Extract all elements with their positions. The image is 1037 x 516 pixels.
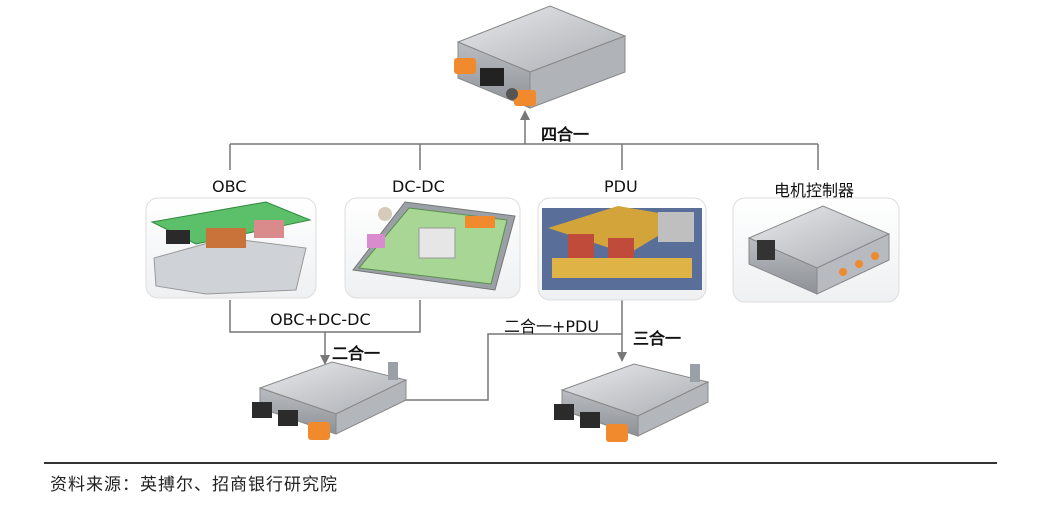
up-arrowhead — [520, 110, 530, 120]
motor-controller-label: 电机控制器 — [774, 181, 855, 200]
pdu-image — [537, 197, 707, 301]
two-in-one-pdu-caption: 二合一+PDU — [504, 317, 600, 336]
two-in-one-label: 二合一 — [332, 344, 381, 363]
two-in-one-arrowhead — [320, 355, 330, 365]
connector-lines — [229, 118, 819, 401]
motor-controller-image — [732, 197, 900, 303]
four-in-one-unit-image — [454, 5, 627, 109]
dcdc-label: DC-DC — [392, 177, 445, 196]
obc-label: OBC — [212, 177, 247, 196]
three-in-one-unit-image — [554, 363, 710, 442]
two-in-one-unit-image — [252, 361, 408, 440]
arrowheads — [320, 110, 627, 365]
obc-image — [145, 197, 317, 299]
three-in-one-label: 三合一 — [633, 329, 682, 348]
pdu-label: PDU — [604, 177, 638, 196]
three-in-one-arrowhead — [617, 352, 627, 362]
four-in-one-label: 四合一 — [541, 125, 590, 144]
footer-divider — [44, 462, 997, 464]
source-note: 资料来源：英搏尔、招商银行研究院 — [50, 475, 338, 495]
two-in-one-to-three-line — [405, 333, 622, 401]
dcdc-image — [344, 197, 521, 299]
obc-dcdc-caption: OBC+DC-DC — [270, 310, 371, 329]
